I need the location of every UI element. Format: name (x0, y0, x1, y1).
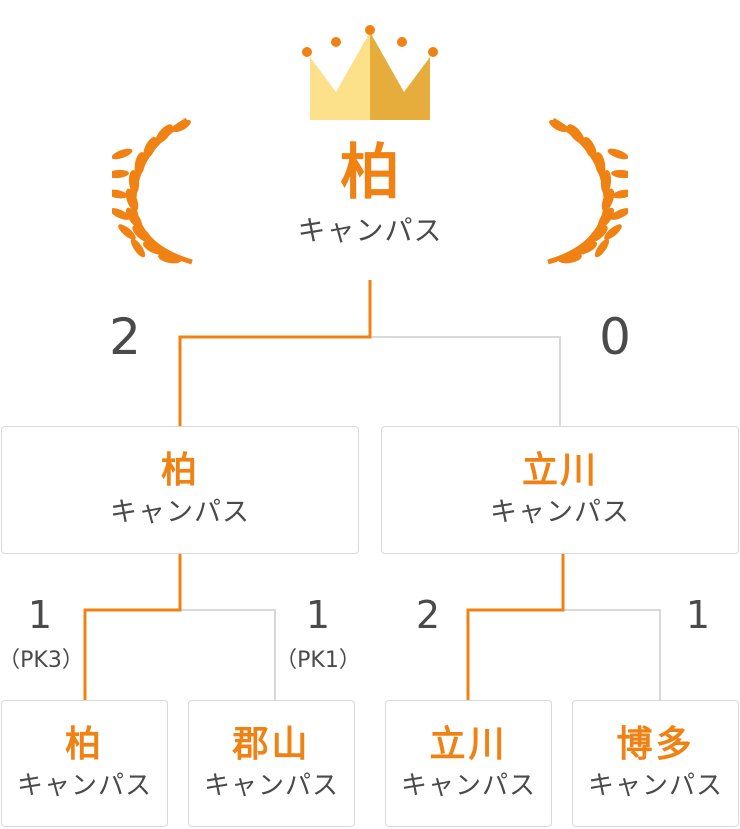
semi-right-right-team: 博多 キャンパス (572, 700, 739, 827)
team-sub: キャンパス (110, 496, 250, 528)
team-sub: キャンパス (587, 770, 723, 801)
semi-right-line-right (563, 609, 661, 700)
final-left-score: 2 (109, 308, 141, 366)
champion: 柏 キャンパス (245, 140, 495, 248)
laurel-left-icon (112, 117, 193, 265)
team-sub: キャンパス (490, 496, 630, 528)
team-name: 柏 (64, 724, 104, 766)
semi-left-right-pk: （PK1） (275, 648, 361, 673)
semi-left-left-team: 柏 キャンパス (1, 700, 168, 827)
semi-left-left-pk: （PK3） (0, 648, 84, 673)
final-line-right (370, 336, 561, 426)
final-right-score: 0 (599, 308, 631, 366)
final-right-team: 立川 キャンパス (381, 426, 739, 554)
semi-right-left-team: 立川 キャンパス (385, 700, 552, 827)
semi-left-left-score: 1 (27, 593, 53, 637)
laurel-right-icon (547, 117, 628, 265)
team-sub: キャンパス (16, 770, 152, 801)
semi-left-right-score: 1 (305, 593, 331, 637)
final-line-left (178, 280, 372, 426)
champion-name: 柏 (340, 138, 400, 208)
semi-right-right-score: 1 (685, 593, 711, 637)
semi-left-line-right (180, 609, 276, 700)
semi-left-line-left (83, 554, 182, 700)
team-sub: キャンパス (400, 770, 536, 801)
semi-right-left-score: 2 (415, 593, 441, 637)
crown-icon (302, 25, 438, 120)
team-name: 立川 (521, 450, 598, 491)
final-left-team: 柏 キャンパス (1, 426, 359, 554)
team-sub: キャンパス (203, 770, 339, 801)
team-name: 立川 (429, 724, 508, 766)
semi-left-right-team: 郡山 キャンパス (188, 700, 355, 827)
semi-right-line-left (466, 554, 565, 700)
team-name: 柏 (160, 450, 199, 491)
team-name: 博多 (616, 724, 695, 766)
champion-sub: キャンパス (297, 214, 443, 247)
team-name: 郡山 (232, 724, 311, 766)
